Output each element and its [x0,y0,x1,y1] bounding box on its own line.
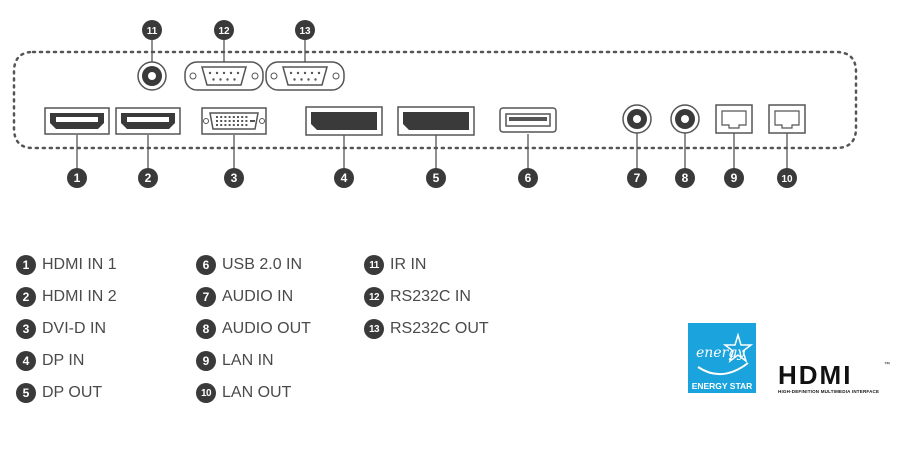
port-jack-8 [670,104,700,134]
port-badge-number: 10 [781,174,793,185]
port-dsub-13 [265,61,345,91]
legend-item-11: 11 IR IN [364,255,426,275]
hdmi-subtitle: HIGH-DEFINITION MULTIMEDIA INTERFACE [778,389,880,394]
legend-label: RS232C IN [390,288,471,305]
port-dp-5 [397,106,475,136]
port-badge-8: 8 [675,168,695,188]
port-badge-number: 11 [147,26,158,37]
legend-label: AUDIO OUT [222,320,311,337]
legend-item-12: 12 RS232C IN [364,287,471,307]
port-badge-5: 5 [426,168,446,188]
port-badge-11: 11 [142,20,162,40]
legend-number-badge: 4 [16,351,36,371]
legend-label: IR IN [390,256,427,273]
legend-label: USB 2.0 IN [222,256,303,273]
port-badge-number: 8 [682,171,689,185]
port-dvi-3 [201,107,267,135]
legend-label: RS232C OUT [390,320,489,337]
legend-label: HDMI IN 1 [42,256,117,273]
port-badge-4: 4 [334,168,354,188]
port-hdmi-2 [115,107,181,135]
port-badge-12: 12 [214,20,234,40]
port-badge-6: 6 [518,168,538,188]
legend-item-4: 4 DP IN [16,351,84,371]
legend-number-badge: 9 [196,351,216,371]
port-badge-10: 10 [777,168,797,188]
legend-number-badge: 5 [16,383,36,403]
hdmi-trademark: ™ [884,362,890,368]
legend-item-1: 1 HDMI IN 1 [16,255,117,275]
legend-number-badge: 2 [16,287,36,307]
legend-number-badge: 11 [364,255,384,275]
legend-item-10: 10 LAN OUT [196,383,291,403]
energy-star-icon: energy [696,332,754,375]
port-badge-number: 13 [299,26,311,37]
legend-label: DVI-D IN [42,320,106,337]
legend-number-badge: 8 [196,319,216,339]
legend-label: DP OUT [42,384,103,401]
legend-number-badge: 12 [364,287,384,307]
port-badge-1: 1 [67,168,87,188]
hdmi-logo: HDMI ™ HIGH-DEFINITION MULTIMEDIA INTERF… [778,362,896,398]
legend-number-badge: 13 [364,319,384,339]
port-badge-number: 3 [231,171,238,185]
port-badge-2: 2 [138,168,158,188]
port-badge-3: 3 [224,168,244,188]
port-badge-number: 7 [634,171,641,185]
energy-star-logo: energy ENERGY STAR [688,323,756,393]
legend-label: LAN OUT [222,384,292,401]
legend-number-badge: 7 [196,287,216,307]
legend-item-6: 6 USB 2.0 IN [196,255,302,275]
legend-number-badge: 10 [196,383,216,403]
port-badge-13: 13 [295,20,315,40]
legend-item-2: 2 HDMI IN 2 [16,287,117,307]
legend-number-badge: 1 [16,255,36,275]
port-badge-9: 9 [724,168,744,188]
legend-label: DP IN [42,352,85,369]
legend-item-5: 5 DP OUT [16,383,102,403]
legend-item-13: 13 RS232C OUT [364,319,489,339]
port-badge-number: 9 [731,171,738,185]
energy-star-script: energy [696,345,746,361]
energy-star-label: ENERGY STAR [691,381,753,391]
legend-label: AUDIO IN [222,288,294,305]
port-badge-number: 12 [218,26,230,37]
port-badge-number: 4 [341,171,348,185]
port-jack-7 [622,104,652,134]
port-lan-10 [768,104,806,134]
legend-item-8: 8 AUDIO OUT [196,319,311,339]
port-usb-6 [499,107,557,133]
port-badge-7: 7 [627,168,647,188]
legend-item-9: 9 LAN IN [196,351,274,371]
legend-number-badge: 6 [196,255,216,275]
legend-number-badge: 3 [16,319,36,339]
port-badge-number: 1 [74,171,81,185]
panel-outline [12,50,858,150]
hdmi-wordmark: HDMI [778,360,853,390]
port-hdmi-1 [44,107,110,135]
port-lan-9 [715,104,753,134]
port-badge-number: 2 [145,171,152,185]
port-dsub-12 [184,61,264,91]
legend-item-7: 7 AUDIO IN [196,287,293,307]
legend-label: LAN IN [222,352,274,369]
port-badge-number: 5 [433,171,440,185]
port-jack-11 [137,61,167,91]
legend-item-3: 3 DVI-D IN [16,319,106,339]
port-badge-number: 6 [525,171,532,185]
port-dp-4 [305,106,383,136]
legend-label: HDMI IN 2 [42,288,117,305]
